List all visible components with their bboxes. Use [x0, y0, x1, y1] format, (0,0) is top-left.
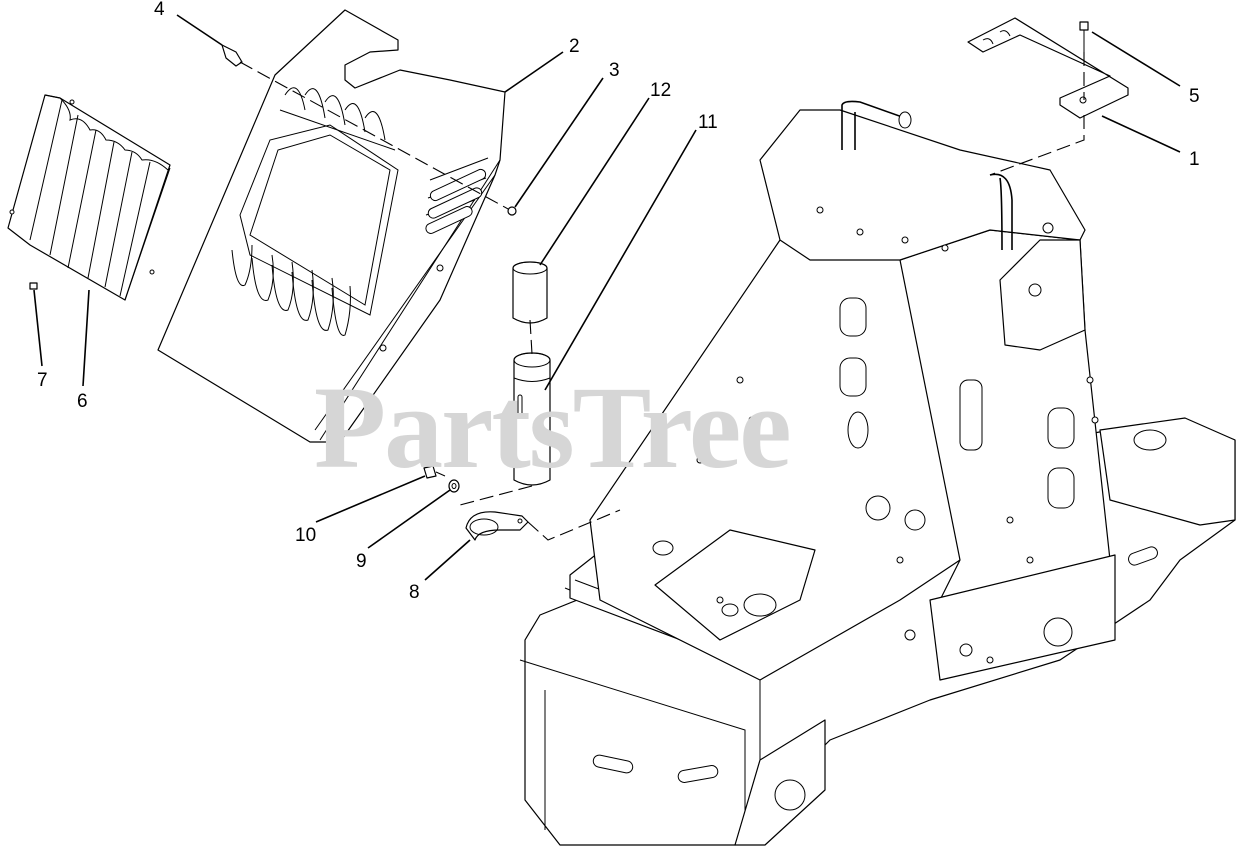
part-7-screw [29, 282, 38, 290]
part-12-cap [512, 261, 548, 324]
panel-louvers-top [279, 87, 396, 151]
part-1-bracket-plate [967, 17, 1129, 119]
part-4-rivet [221, 44, 243, 67]
callout-11: 11 [698, 112, 718, 133]
callout-2: 2 [569, 36, 580, 57]
callout-8: 8 [409, 582, 420, 603]
part-11-tube [513, 352, 551, 486]
callout-labels: 4 2 3 12 11 5 1 7 6 10 9 8 [37, 0, 1200, 603]
callout-12: 12 [650, 80, 671, 101]
callout-3: 3 [609, 60, 620, 81]
frame-assembly [519, 100, 1236, 846]
part-8-clamp [465, 511, 529, 541]
part-2-panel-cover [157, 9, 506, 443]
frame-holes [696, 206, 1099, 664]
part-10-bolt [423, 465, 446, 479]
callout-5: 5 [1189, 86, 1200, 107]
callout-4: 4 [154, 0, 165, 20]
part-9-washer [448, 479, 460, 493]
watermark-text: PartsTree [314, 362, 790, 493]
part-3-nut [507, 206, 517, 216]
callout-1: 1 [1189, 149, 1200, 170]
callout-6: 6 [77, 391, 88, 412]
callout-7: 7 [37, 370, 48, 391]
callout-10: 10 [295, 525, 316, 546]
part-6-grille [7, 94, 171, 301]
callout-9: 9 [356, 551, 367, 572]
leader-lines [33, 14, 1181, 581]
part-5-screw [1079, 21, 1089, 52]
panel-louvers-bottom [231, 244, 351, 336]
